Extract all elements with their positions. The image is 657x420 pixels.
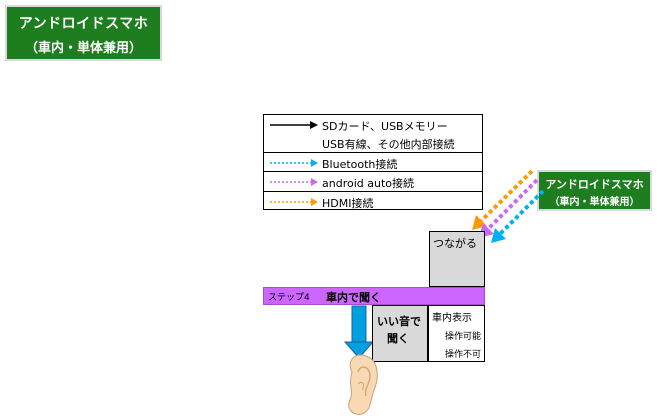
legend-label-wired-2: USB有線、その他内部接続: [322, 138, 455, 151]
display-box: 車内表示 操作可能 操作不可: [428, 305, 485, 362]
bluetooth-arrow: [491, 189, 545, 243]
step-title: 車内で聞く: [326, 291, 381, 304]
connect-label: つながる: [433, 237, 477, 250]
step-number: ステップ4: [268, 293, 310, 303]
device-badge: アンドロイドスマホ （車内・単体兼用）: [537, 170, 652, 211]
good-sound-box: いい音で 聞く: [372, 305, 428, 362]
good-sound-line2: 聞く: [387, 332, 409, 345]
legend-row-bluetooth: Bluetooth接続: [264, 152, 482, 172]
legend-label-wired-1: SDカード、USBメモリー: [322, 120, 448, 133]
connect-box: つながる: [429, 231, 485, 287]
title-badge-line2: （車内・単体兼用）: [24, 41, 142, 56]
legend-row-wired: SDカード、USBメモリー USB有線、その他内部接続: [264, 115, 482, 152]
title-badge-line1: アンドロイドスマホ: [18, 16, 149, 32]
legend-label-hdmi: HDMI接続: [322, 197, 374, 210]
step-bar: ステップ4 車内で聞く: [263, 287, 485, 305]
solid-arrow-icon: [270, 121, 318, 129]
display-title: 車内表示: [432, 313, 472, 324]
good-sound-line1: いい音で: [377, 315, 421, 328]
legend-row-android-auto: android auto接続: [264, 171, 482, 192]
dotted-arrow-purple-icon: [270, 178, 318, 186]
display-ok: 操作可能: [444, 332, 481, 342]
legend: SDカード、USBメモリー USB有線、その他内部接続 Bluetooth接続 …: [263, 114, 483, 210]
title-badge: アンドロイドスマホ （車内・単体兼用）: [5, 5, 162, 61]
device-badge-line2: （車内・単体兼用）: [549, 197, 640, 208]
device-badge-line1: アンドロイドスマホ: [545, 178, 644, 191]
dotted-arrow-blue-icon: [270, 159, 318, 167]
legend-row-hdmi: HDMI接続: [264, 191, 482, 211]
dotted-arrow-orange-icon: [270, 198, 318, 206]
display-ng: 操作不可: [444, 350, 481, 360]
legend-label-bluetooth: Bluetooth接続: [322, 158, 398, 171]
legend-label-android-auto: android auto接続: [322, 177, 414, 190]
